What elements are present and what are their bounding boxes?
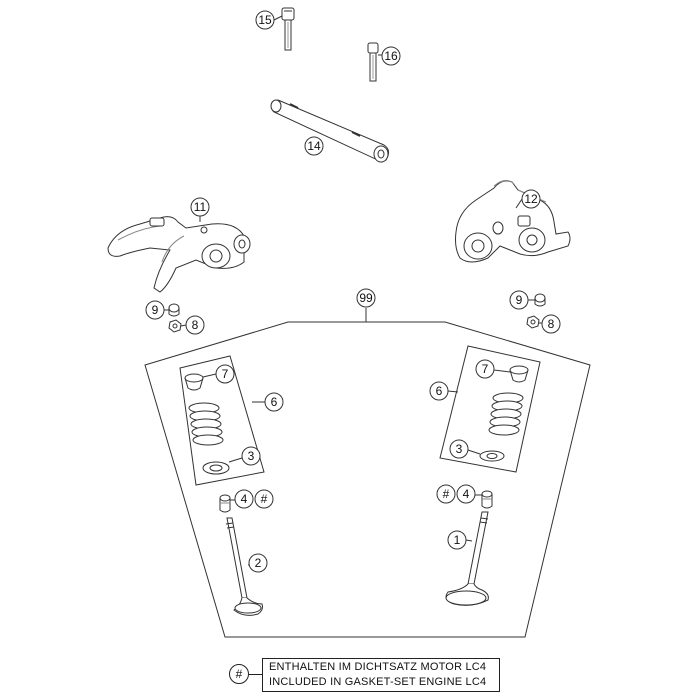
valve-spring-set-box-part-6-right — [439, 345, 541, 473]
bolt-part-15 — [281, 7, 295, 51]
svg-text:3: 3 — [456, 442, 463, 456]
callout-16: 16 — [378, 46, 401, 66]
callout-9-left: 9 — [145, 300, 169, 320]
nut-part-8-left — [168, 319, 182, 333]
callout-2: 2 — [247, 553, 268, 573]
svg-text:11: 11 — [194, 200, 207, 214]
spring-seat-part-3-right — [479, 450, 505, 462]
svg-text:12: 12 — [524, 192, 538, 206]
svg-text:7: 7 — [222, 367, 229, 381]
legend-line-english: INCLUDED IN GASKET-SET ENGINE LC4 — [269, 676, 487, 688]
callout-8-left: 8 — [180, 315, 205, 335]
callout-8-right: 8 — [539, 314, 561, 334]
spring-retainer-part-7-left — [184, 373, 204, 391]
valve-spring-set-box-part-6-left — [179, 355, 265, 486]
svg-text:9: 9 — [152, 303, 159, 317]
spring-retainer-part-7-right — [509, 365, 529, 383]
stem-seal-part-4-right — [481, 490, 493, 509]
callout-11: 11 — [190, 197, 210, 222]
callout-9-right: 9 — [509, 290, 535, 310]
svg-text:8: 8 — [192, 318, 199, 332]
legend-leader-line — [249, 674, 262, 675]
svg-text:16: 16 — [384, 49, 398, 63]
callout-3-left: 3 — [228, 446, 261, 466]
callout-99: 99 — [356, 288, 376, 308]
svg-text:6: 6 — [436, 384, 443, 398]
svg-text:14: 14 — [307, 139, 321, 153]
valve-part-2 — [225, 517, 263, 616]
svg-text:#: # — [443, 487, 450, 501]
valve-spring-left — [188, 402, 224, 446]
callout-1: 1 — [447, 530, 473, 550]
svg-text:99: 99 — [359, 291, 373, 305]
rocker-shaft-part-14 — [270, 99, 390, 163]
callout-6-right: 6 — [429, 381, 459, 401]
callout-15: 15 — [255, 10, 283, 30]
svg-text:1: 1 — [454, 533, 461, 547]
spring-seat-part-3-left — [202, 461, 230, 475]
svg-text:15: 15 — [258, 13, 272, 27]
kit-boundary-part-99 — [144, 308, 591, 638]
svg-text:#: # — [261, 492, 268, 506]
rocker-arm-part-12 — [455, 180, 571, 263]
valve-spring-right — [488, 392, 524, 436]
callout-3-right: 3 — [449, 439, 481, 459]
svg-text:2: 2 — [255, 556, 262, 570]
callout-hash-right: # — [436, 484, 456, 504]
callout-14: 14 — [304, 136, 324, 156]
legend-line-german: ENTHALTEN IM DICHTSATZ MOTOR LC4 — [269, 661, 487, 673]
callout-7-left: 7 — [202, 364, 235, 384]
legend-box: ENTHALTEN IM DICHTSATZ MOTOR LC4 INCLUDE… — [262, 658, 500, 692]
nut-part-8-right — [526, 315, 540, 329]
svg-text:9: 9 — [516, 293, 523, 307]
svg-text:3: 3 — [248, 449, 255, 463]
callout-4-left: 4 — [230, 489, 254, 509]
stem-seal-part-4-left — [219, 494, 231, 513]
svg-text:4: 4 — [241, 492, 248, 506]
callout-6-left: 6 — [252, 392, 284, 412]
svg-text:4: 4 — [463, 487, 470, 501]
valve-part-1 — [445, 511, 489, 606]
callout-4-right: 4 — [456, 484, 482, 504]
svg-text:7: 7 — [482, 362, 489, 376]
legend-symbol: # — [229, 664, 249, 684]
cap-part-9-right — [534, 293, 546, 307]
svg-text:6: 6 — [271, 395, 278, 409]
cap-part-9-left — [168, 303, 180, 317]
callout-hash-left: # — [254, 489, 274, 509]
rocker-arm-part-11 — [107, 216, 251, 293]
svg-text:8: 8 — [548, 317, 555, 331]
callout-12: 12 — [515, 189, 541, 209]
bolt-part-16 — [367, 42, 379, 82]
callout-7-right: 7 — [475, 359, 511, 379]
